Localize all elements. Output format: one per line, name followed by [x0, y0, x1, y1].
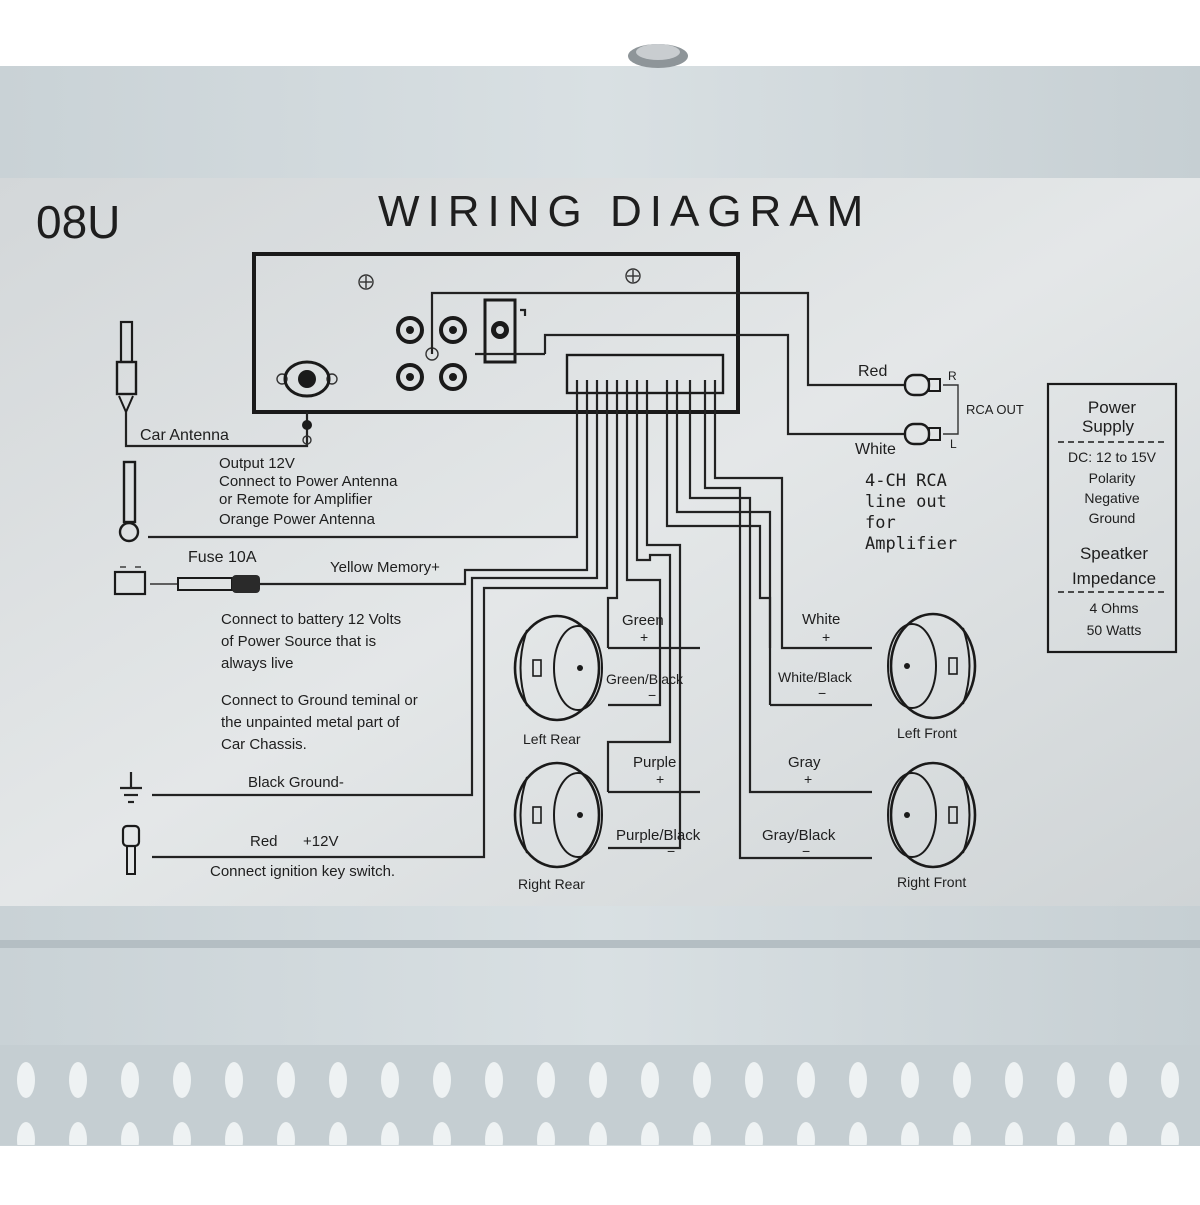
gray-minus: − — [802, 843, 810, 859]
gray-black-wire-label: Gray/Black — [762, 827, 836, 844]
power-supply-title-1: Power — [1088, 398, 1137, 417]
purple-minus: − — [667, 843, 675, 859]
rca-note-1: 4-CH RCA — [865, 471, 947, 491]
rca-white-label: White — [855, 441, 896, 458]
green-black-wire-label: Green/Black — [606, 671, 684, 687]
harness-connector — [565, 353, 725, 395]
yellow-memory-label: Yellow Memory+ — [330, 559, 440, 576]
gray-wire-label: Gray — [788, 754, 821, 771]
speaker-right-rear — [513, 761, 603, 869]
left-rear-label: Left Rear — [523, 731, 581, 747]
rca-note-2: line out — [865, 492, 947, 512]
ground-note-3: Car Chassis. — [221, 736, 307, 753]
output-12v: Output 12V — [219, 455, 295, 472]
dc-voltage: DC: 12 to 15V — [1068, 449, 1157, 465]
battery-icon — [113, 566, 178, 596]
polarity-1: Polarity — [1089, 470, 1136, 486]
green-minus: − — [648, 687, 656, 703]
speaker-left-front — [887, 612, 977, 720]
chassis-edge — [0, 940, 1200, 948]
rca-out-label: RCA OUT — [966, 402, 1024, 417]
rca-wiring — [430, 291, 959, 446]
impedance-ohms: 4 Ohms — [1089, 600, 1138, 616]
rca-r-label: R — [948, 369, 957, 383]
rca-note-4: Amplifier — [865, 534, 957, 554]
purple-black-wire-label: Purple/Black — [616, 827, 701, 844]
rca-red-label: Red — [858, 363, 887, 380]
purple-wire-label: Purple — [633, 754, 676, 771]
ground-note-1: Connect to Ground teminal or — [221, 692, 418, 709]
car-antenna-icon — [115, 320, 312, 448]
ignition-note: Connect ignition key switch. — [210, 863, 395, 880]
head-unit — [252, 252, 740, 414]
antenna-socket — [283, 360, 331, 398]
fuse-holder — [483, 298, 517, 364]
power-antenna-icon — [118, 380, 579, 543]
power-supply-title-2: Supply — [1082, 417, 1134, 436]
spec-box — [1046, 382, 1178, 654]
polarity-3: Ground — [1089, 510, 1136, 526]
purple-plus: + — [656, 771, 664, 787]
red-ignition-label: Red — [250, 833, 278, 850]
green-wire-label: Green — [622, 612, 664, 629]
ignition-key-icon — [121, 380, 609, 875]
right-rear-label: Right Rear — [518, 876, 585, 892]
rca-note-3: for — [865, 513, 896, 533]
fuse-icon — [177, 380, 589, 593]
polarity-2: Negative — [1084, 490, 1139, 506]
wiring-label-sticker — [0, 178, 1200, 906]
black-ground-label: Black Ground- — [248, 774, 344, 791]
model-number: 08U — [36, 196, 120, 248]
speaker-right-front — [887, 761, 977, 869]
impedance-title-1: Speatker — [1080, 544, 1148, 563]
white-wire-label: White — [802, 611, 840, 628]
battery-note-2: of Power Source that is — [221, 633, 376, 650]
vent-holes — [0, 1045, 1200, 1145]
output-note-3: or Remote for Amplifier — [219, 491, 372, 508]
speaker-left-rear — [513, 614, 603, 722]
gray-plus: + — [804, 771, 812, 787]
ground-note-2: the unpainted metal part of — [221, 714, 400, 731]
speaker-wires — [606, 380, 872, 860]
battery-note-1: Connect to battery 12 Volts — [221, 611, 401, 628]
green-plus: + — [640, 629, 648, 645]
right-front-label: Right Front — [897, 874, 966, 890]
rca-jacks — [396, 316, 467, 391]
car-antenna-label: Car Antenna — [140, 427, 229, 444]
battery-note-3: always live — [221, 655, 294, 672]
ignition-voltage: +12V — [303, 833, 338, 850]
power-watts: 50 Watts — [1087, 622, 1142, 638]
impedance-title-2: Impedance — [1072, 569, 1156, 588]
orange-power-antenna: Orange Power Antenna — [219, 511, 376, 528]
output-note-2: Connect to Power Antenna — [219, 473, 398, 490]
white-plus: + — [822, 629, 830, 645]
white-black-wire-label: White/Black — [778, 669, 853, 685]
diagram-title: WIRING DIAGRAM — [378, 187, 871, 236]
rca-l-label: L — [950, 437, 957, 451]
fuse-label: Fuse 10A — [188, 549, 257, 566]
ground-icon — [120, 380, 599, 804]
white-minus: − — [818, 685, 826, 701]
left-front-label: Left Front — [897, 725, 957, 741]
